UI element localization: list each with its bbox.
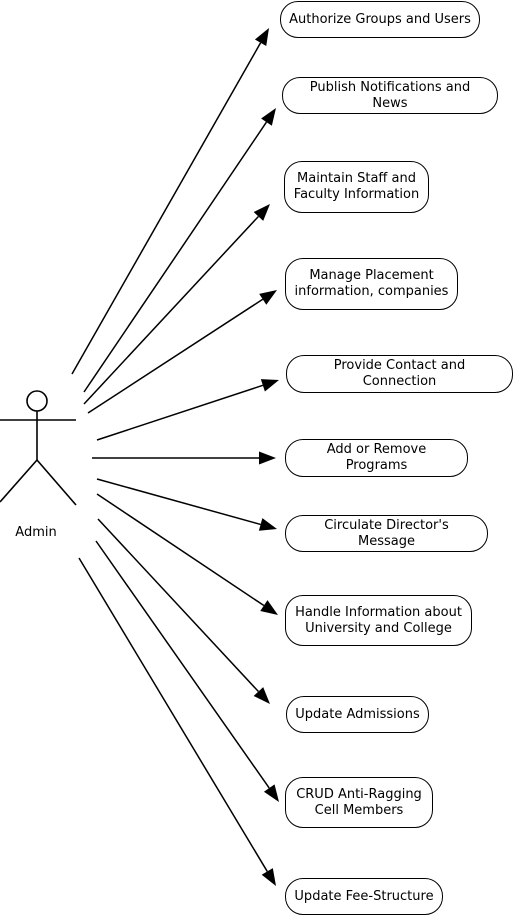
arrowhead-6 — [258, 518, 277, 531]
arrowhead-9 — [263, 784, 279, 802]
association-line-2 — [83, 215, 259, 405]
actor-left-leg — [0, 459, 38, 503]
arrowhead-3 — [259, 290, 277, 305]
use-case-manage-placement: Manage Placement information, companies — [285, 258, 458, 310]
use-case-add-remove-programs: Add or Remove Programs — [285, 439, 468, 477]
use-case-maintain-staff: Maintain Staff and Faculty Information — [284, 161, 429, 213]
use-case-publish-notifications: Publish Notifications and News — [282, 77, 498, 114]
actor-label: Admin — [15, 525, 57, 540]
association-line-0 — [71, 42, 262, 375]
arrowhead-2 — [253, 204, 270, 221]
use-case-handle-information: Handle Information about University and … — [285, 595, 472, 646]
association-arrows — [71, 28, 279, 886]
use-case-circulate-message: Circulate Director's Message — [285, 515, 488, 552]
use-case-update-admissions: Update Admissions — [286, 696, 429, 733]
use-case-authorize-groups: Authorize Groups and Users — [280, 1, 480, 38]
arrowhead-8 — [253, 687, 270, 704]
arrowhead-10 — [261, 868, 276, 886]
association-line-8 — [97, 518, 259, 693]
association-line-4 — [96, 384, 264, 441]
actor-figure — [0, 390, 77, 506]
arrowhead-5 — [259, 451, 276, 465]
arrowhead-1 — [261, 108, 276, 126]
actor-right-leg — [36, 459, 77, 506]
association-line-3 — [87, 298, 264, 414]
arrowhead-0 — [254, 28, 269, 46]
use-case-crud-anti-ragging: CRUD Anti-Ragging Cell Members — [285, 777, 433, 828]
association-line-9 — [95, 540, 270, 789]
arrowhead-4 — [260, 379, 279, 392]
actor-head — [26, 390, 48, 412]
association-line-7 — [96, 493, 265, 607]
association-line-6 — [96, 478, 261, 526]
arrowhead-7 — [260, 600, 278, 615]
association-line-1 — [83, 121, 268, 393]
association-line-10 — [78, 557, 268, 872]
use-case-update-fee-structure: Update Fee-Structure — [285, 878, 443, 915]
use-case-provide-contact: Provide Contact and Connection — [286, 355, 513, 393]
